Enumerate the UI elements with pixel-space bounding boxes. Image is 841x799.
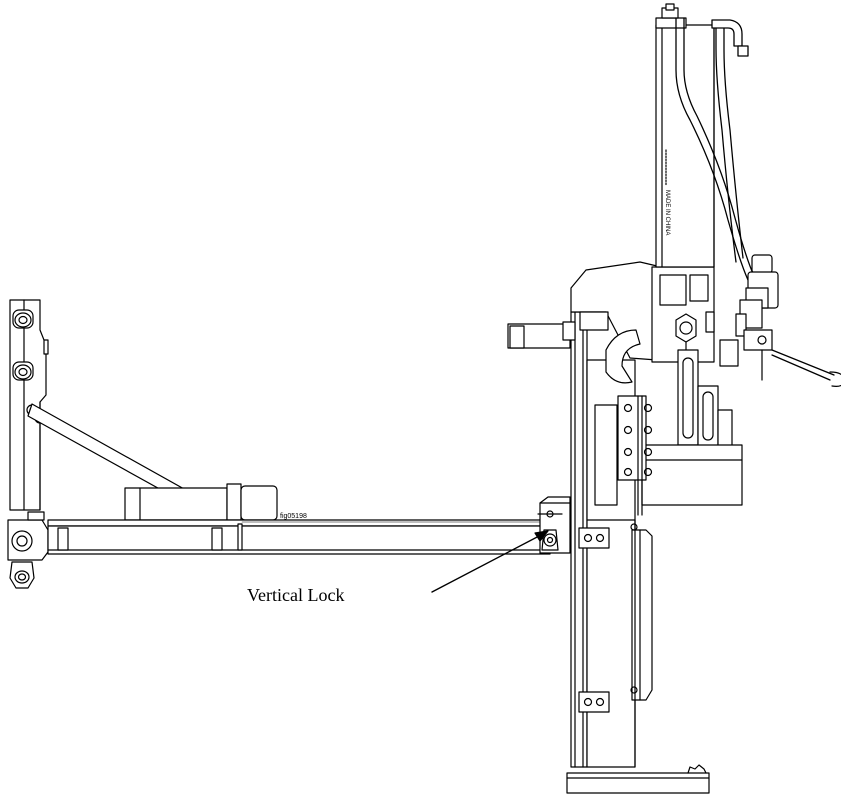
lock-knob-icon: [541, 529, 559, 551]
hydraulic-cylinder: [124, 483, 278, 521]
upper-housing: [507, 261, 743, 516]
horizontal-arm: [47, 519, 551, 555]
knob-icon: [9, 561, 35, 589]
bolt-icon: [623, 403, 653, 477]
hoses: [675, 17, 755, 281]
callout-label: Vertical Lock: [247, 585, 344, 605]
callout-arrow: [431, 530, 549, 593]
figure-id: fig05198: [280, 513, 307, 520]
tower: MADE IN CHINA: [655, 3, 715, 268]
vertical-lock: [537, 496, 571, 554]
knob-icon: [12, 309, 34, 329]
knob-icon: [12, 361, 34, 381]
lower-cover: [630, 519, 653, 768]
stamp-text: MADE IN CHINA: [664, 190, 670, 235]
left-frame: [7, 299, 49, 589]
valve-assembly: [719, 254, 841, 387]
main-post: [566, 311, 710, 794]
